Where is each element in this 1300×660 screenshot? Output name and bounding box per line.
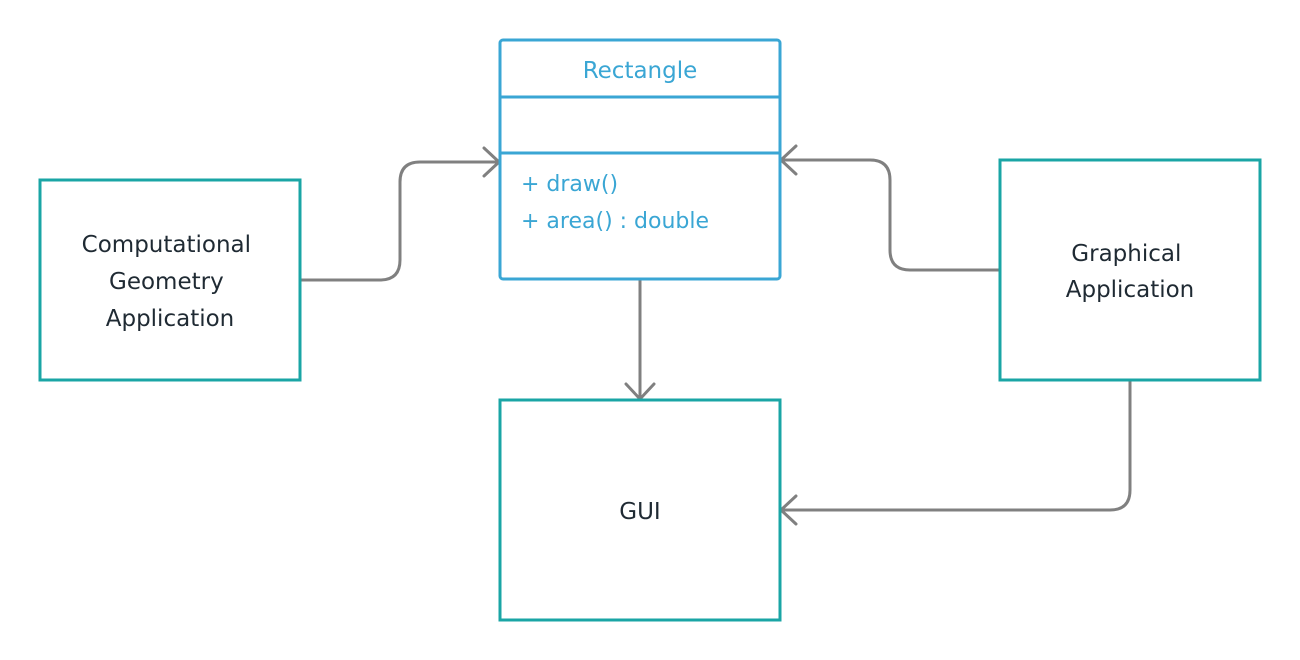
graphical-application-box	[998, 158, 1262, 382]
class-operation-draw: + draw()	[521, 172, 618, 197]
computational-line-1: Computational	[82, 232, 251, 258]
graphical-line-2: Application	[1066, 277, 1195, 303]
gui-box	[498, 398, 782, 622]
gui-label: GUI	[619, 499, 660, 525]
computational-geometry-box	[38, 178, 302, 382]
arrow-graphical-to-rectangle[interactable]	[779, 158, 1001, 272]
graphical-application-node[interactable]: Graphical Application	[998, 158, 1262, 382]
rectangle-class-box	[498, 38, 782, 281]
arrow-computational-to-rectangle[interactable]	[298, 160, 501, 282]
graphical-line-1: Graphical	[1071, 241, 1181, 267]
graphical-application-label: Graphical Application	[1066, 241, 1195, 303]
computational-geometry-node[interactable]: Computational Geometry Application	[38, 178, 302, 382]
class-operation-area: + area() : double	[521, 209, 709, 234]
computational-geometry-label: Computational Geometry Application	[82, 232, 259, 332]
computational-line-2: Geometry	[109, 269, 224, 295]
rectangle-class-node[interactable]: Rectangle + draw() + area() : double	[498, 38, 782, 281]
arrow-graphical-to-gui[interactable]	[779, 378, 1132, 512]
gui-node[interactable]: GUI	[498, 398, 782, 622]
class-name: Rectangle	[583, 58, 698, 84]
computational-line-3: Application	[106, 306, 235, 332]
